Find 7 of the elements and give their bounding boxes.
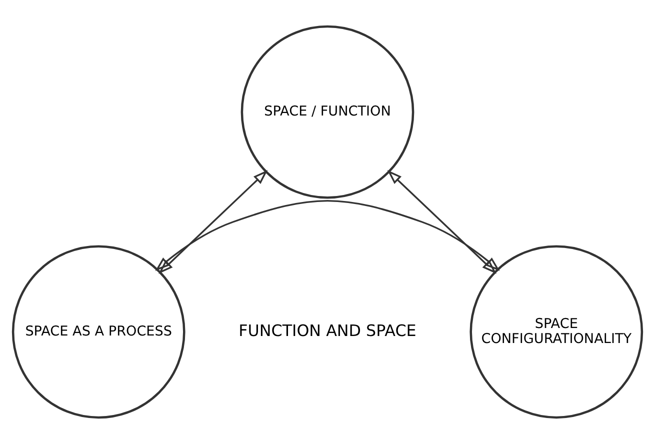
label: FUNCTION AND SPACE [238,321,416,340]
arrow [158,170,268,274]
arrow [155,200,500,271]
node-circle: SPACE / FUNCTION [240,25,414,199]
arrow [387,170,496,274]
node-circle: SPACE CONFIGURATIONALITY [470,245,644,419]
node-circle: SPACE AS A PROCESS [12,245,186,419]
